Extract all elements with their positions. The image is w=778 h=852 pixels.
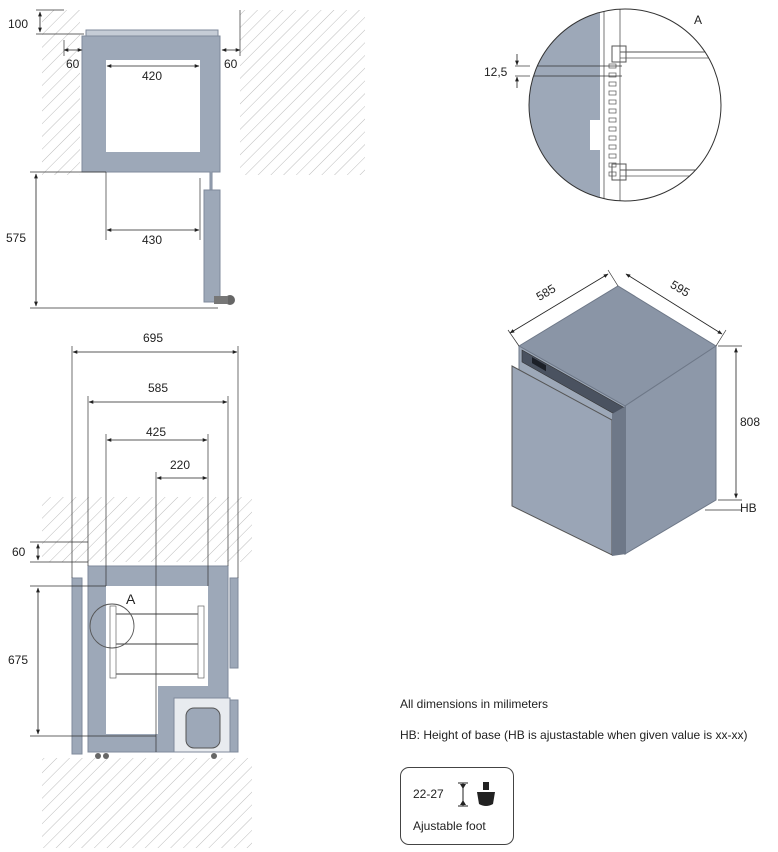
iso-view: 585 595 808 HB (507, 269, 760, 556)
dim-side-clear-top: 60 (12, 545, 26, 559)
dim-cabinet-depth: 585 (148, 381, 168, 395)
dim-clear-top: 100 (8, 17, 28, 31)
lid (85, 29, 219, 37)
iso-handle (612, 406, 626, 556)
side-door (71, 577, 83, 755)
dim-height: 575 (6, 231, 26, 245)
rail-slot (608, 153, 617, 159)
dim-overall-depth: 695 (143, 331, 163, 345)
iso-dim-height: 808 (740, 415, 760, 429)
wall-hatch-right (240, 10, 365, 175)
rail-slot (608, 144, 617, 150)
side-inner-lower (106, 686, 158, 734)
detail-circle (528, 8, 722, 202)
dim-line (625, 273, 723, 335)
dim-line (509, 273, 609, 334)
rail-slot (608, 72, 617, 78)
detail-wall (529, 9, 600, 201)
rail-slot (608, 117, 617, 123)
detail-label: A (694, 13, 702, 27)
handle (229, 577, 239, 669)
cabinet-inner (106, 60, 200, 152)
iso-display (532, 357, 546, 372)
rail-slot (608, 90, 617, 96)
detail-marker (89, 603, 135, 649)
foot-label: Ajustable foot (413, 819, 486, 833)
detail-view: 12,5 A (484, 8, 722, 202)
iso-dim-width: 585 (534, 281, 559, 303)
dim-inner-width-bottom: 430 (142, 233, 162, 247)
foot-range: 22-27 (413, 787, 444, 801)
side-inner (106, 586, 208, 686)
foot-legend: 22-27 Ajustable foot (400, 767, 514, 845)
rail-slot (608, 135, 617, 141)
side-view: A 695 585 425 220 60 675 (8, 331, 252, 848)
rail-slot (608, 81, 617, 87)
dim-inner-width-top: 420 (142, 69, 162, 83)
wall-hatch-bottom (42, 758, 252, 848)
detail-rail (603, 9, 621, 201)
door-panel (203, 189, 221, 303)
side-detail-label: A (126, 591, 136, 607)
top-view: 100 60 60 420 575 430 (6, 9, 365, 309)
rail-slot (608, 126, 617, 132)
wall-hatch-top (42, 497, 252, 562)
rail-slot (608, 99, 617, 105)
wall-hatch-left (42, 10, 80, 175)
adjustable-foot-icon (458, 782, 495, 807)
hb-note: HB: Height of base (HB is ajustastable w… (400, 728, 748, 742)
dim-compressor-depth: 220 (170, 458, 190, 472)
iso-dim-base: HB (740, 501, 757, 515)
iso-dim-depth: 595 (668, 277, 693, 299)
dim-clear-left: 60 (66, 57, 80, 71)
detail-dim-pitch: 12,5 (484, 65, 508, 79)
dim-inner-height: 675 (8, 653, 28, 667)
foot-bar (214, 296, 228, 304)
dim-shelf-depth: 425 (146, 425, 166, 439)
units-note: All dimensions in milimeters (400, 697, 549, 711)
rail-slot (608, 108, 617, 114)
compressor (185, 707, 221, 749)
dim-clear-right: 60 (224, 57, 238, 71)
